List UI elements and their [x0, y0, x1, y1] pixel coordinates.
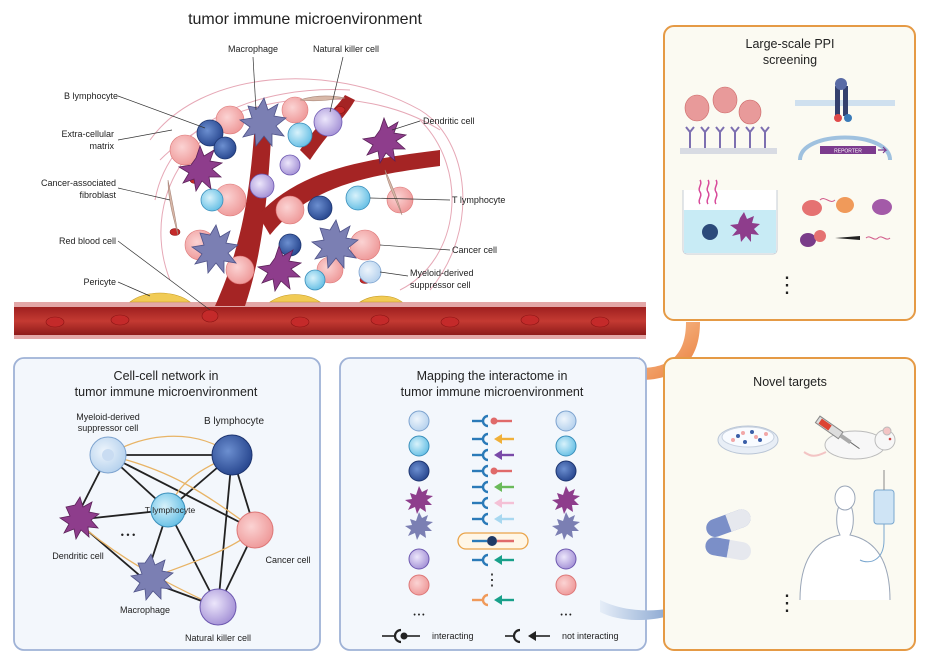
patient-iv-icon	[799, 470, 895, 601]
label-ecm-line1: Extra-cellular	[61, 129, 114, 139]
ppi-more-dots: ⋮	[776, 272, 798, 297]
protein-interaction-icon	[800, 197, 892, 247]
novel-title: Novel targets	[753, 375, 827, 389]
ppi-title-line2: screening	[763, 53, 817, 67]
mapping-title-line1: Mapping the interactome in	[417, 369, 568, 383]
main-title: tumor immune microenvironment	[188, 11, 422, 28]
cell-binding-assay-icon	[682, 179, 778, 255]
label-dendritic-cell: Dendritic cell	[423, 116, 475, 126]
network-node-mdsc-nucleus	[102, 449, 114, 461]
reporter-label: REPORTER	[834, 149, 862, 155]
network-label-b-lymphocyte: B lymphocyte	[204, 416, 264, 427]
macrophages	[190, 97, 359, 275]
t-cells	[200, 122, 371, 291]
network-more-dots: • • •	[121, 530, 135, 540]
red-blood-cells	[45, 106, 610, 328]
network-label-cancer-cell: Cancer cell	[265, 555, 310, 565]
b-cells	[196, 119, 333, 257]
legend-interacting-label: interacting	[432, 631, 474, 641]
dendritic-cells	[177, 116, 408, 293]
mapping-right-cells	[552, 410, 580, 596]
label-pericyte: Pericyte	[83, 277, 116, 287]
network-panel: Cell-cell network in tumor immune microe…	[13, 357, 321, 651]
network-label-mdsc-line2: suppressor cell	[78, 423, 139, 433]
label-red-blood-cell: Red blood cell	[59, 236, 116, 246]
mapping-left-dots: • • •	[413, 612, 425, 619]
mapping-panel: Mapping the interactome in tumor immune …	[339, 357, 647, 651]
network-node-t-lymphocyte	[150, 492, 186, 528]
cancer-cells	[169, 96, 414, 285]
novel-targets-panel: Novel targets	[663, 357, 916, 651]
label-mdsc-line2: suppressor cell	[410, 280, 471, 290]
mapping-pairs-vdots: ⋮	[484, 572, 500, 589]
mdsc-cell	[358, 260, 382, 284]
mapping-right-dots: • • •	[560, 612, 572, 619]
mapping-legend: interacting not interacting	[382, 628, 619, 644]
network-node-macrophage	[130, 553, 174, 602]
network-node-b-lymphocyte	[211, 434, 253, 476]
label-b-lymphocyte: B lymphocyte	[64, 91, 118, 101]
ppi-title-line1: Large-scale PPI	[746, 37, 835, 51]
network-node-dendritic-cell	[58, 496, 100, 541]
mouse-injection-icon	[803, 415, 896, 460]
mapping-receptor-ligand-pairs	[457, 414, 529, 607]
label-caf-line1: Cancer-associated	[41, 178, 116, 188]
mapping-title-line2: tumor immune microenvironment	[401, 385, 584, 399]
label-ecm-line2: matrix	[90, 141, 115, 151]
label-mdsc-line1: Myeloid-derived	[410, 268, 474, 278]
legend-not-interacting-label: not interacting	[562, 631, 619, 641]
label-caf-line2: fibroblast	[79, 190, 116, 200]
network-title-line1: Cell-cell network in	[114, 369, 219, 383]
pericytes	[129, 292, 403, 303]
label-t-lymphocyte: T lymphocyte	[452, 195, 505, 205]
mapping-left-cells	[405, 410, 433, 596]
network-label-dendritic-cell: Dendritic cell	[52, 551, 104, 561]
reporter-assay-icon: REPORTER	[795, 78, 895, 161]
pills-icon	[705, 509, 751, 561]
nk-cells	[249, 107, 343, 199]
network-node-natural-killer-cell	[199, 588, 237, 626]
petri-dish-icon	[717, 425, 779, 455]
surface-display-icon	[680, 86, 777, 154]
network-title-line2: tumor immune microenvironment	[75, 385, 258, 399]
label-leaders	[117, 56, 451, 311]
network-label-mdsc-line1: Myeloid-derived	[76, 412, 140, 422]
network-node-cancer-cell	[236, 511, 274, 549]
tme-illustration: tumor immune microenvironment	[14, 11, 646, 339]
ppi-screening-panel: Large-scale PPI screening REPORTER	[663, 25, 916, 321]
tme-labels: B lymphocyte Extra-cellular matrix Cance…	[41, 44, 505, 290]
network-label-natural-killer-cell: Natural killer cell	[185, 633, 251, 643]
network-label-t-lymphocyte: T lymphocyte	[145, 505, 196, 515]
network-label-macrophage: Macrophage	[120, 605, 170, 615]
label-natural-killer-cell: Natural killer cell	[313, 44, 379, 54]
label-macrophage: Macrophage	[228, 44, 278, 54]
novel-more-dots: ⋮	[776, 590, 798, 615]
label-cancer-cell: Cancer cell	[452, 245, 497, 255]
